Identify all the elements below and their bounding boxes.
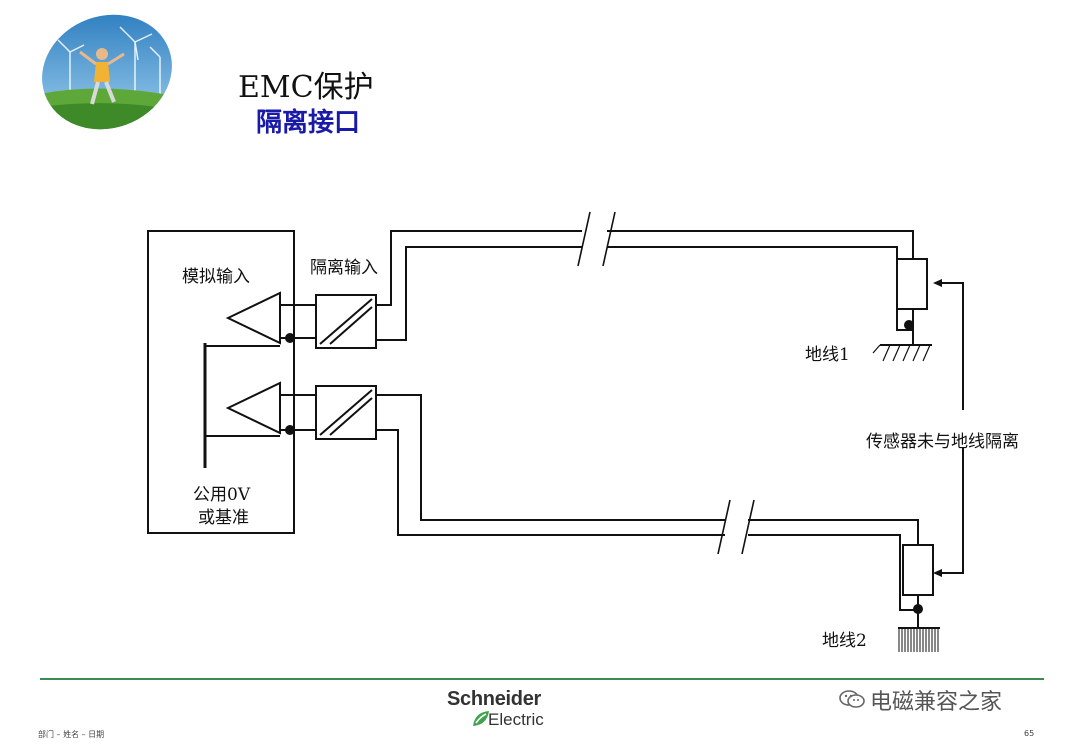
cable-2-outer [376, 394, 725, 521]
slide-title: EMC保护 [238, 70, 374, 105]
brand-sub: Electric [488, 710, 544, 729]
footer-department-name-date: 部门 – 姓名 – 日期 [38, 730, 105, 739]
label-ground-2: 地线2 [822, 631, 867, 651]
sensor-2 [902, 544, 934, 596]
header-photo-logo [40, 12, 175, 130]
slide-subtitle: 隔离接口 [256, 108, 361, 138]
watermark-text: 电磁兼容之家 [870, 690, 1003, 715]
sensor-1 [896, 258, 928, 310]
schneider-leaf-icon [473, 711, 489, 726]
page-number: 65 [1024, 729, 1035, 738]
footer-divider [40, 678, 1044, 680]
wechat-icon [839, 690, 865, 708]
cable-1-outer [376, 230, 582, 306]
label-isolated-input: 隔离输入 [310, 258, 378, 278]
isolator-1 [315, 294, 377, 349]
label-common-0v: 公用0V [193, 485, 251, 505]
analog-input-module-box [147, 230, 295, 534]
label-sensor-not-isolated: 传感器未与地线隔离 [866, 432, 1019, 452]
isolator-2 [315, 385, 377, 440]
amplifier-2-triangle [225, 381, 281, 435]
amplifier-1-triangle [225, 291, 281, 345]
cable-1-inner [376, 246, 582, 341]
label-or-reference: 或基准 [198, 508, 249, 528]
label-ground-1: 地线1 [805, 345, 850, 365]
label-analog-input: 模拟输入 [182, 267, 250, 287]
cable-2-inner [376, 429, 725, 536]
brand-name: Schneider [447, 688, 541, 710]
